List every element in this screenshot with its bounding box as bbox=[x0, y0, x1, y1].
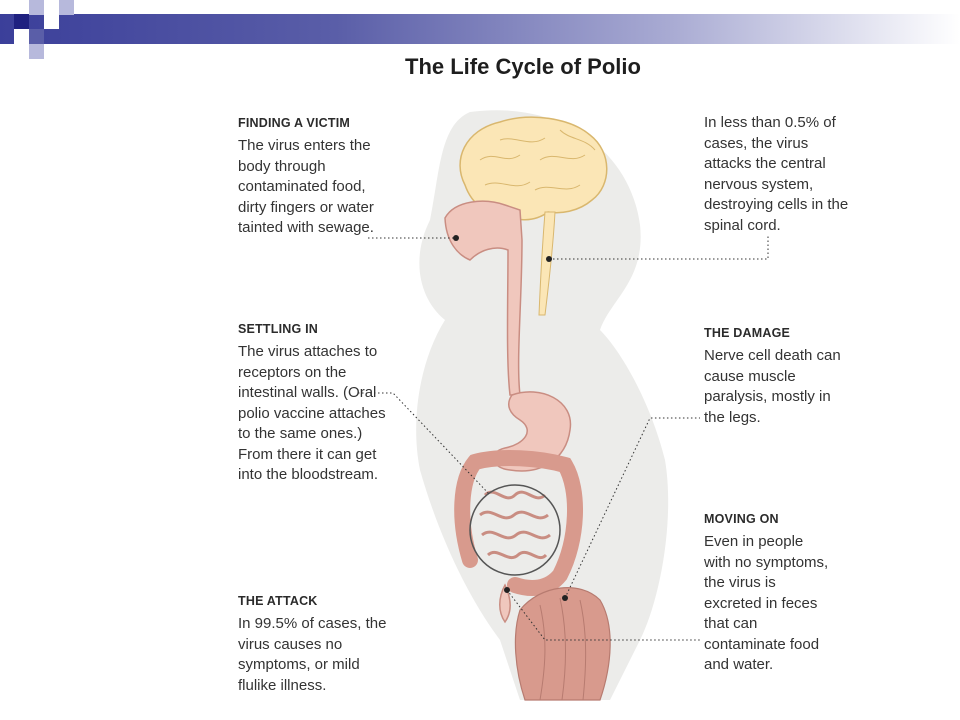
deco-square bbox=[59, 0, 74, 15]
damage-heading: THE DAMAGE bbox=[704, 326, 791, 340]
damage-text: Nerve cell death can cause muscle paraly… bbox=[704, 347, 841, 426]
finding-victim-heading: FINDING A VICTIM bbox=[238, 116, 350, 130]
deco-square bbox=[29, 44, 44, 59]
brain-folds bbox=[479, 129, 596, 191]
deco-square bbox=[29, 0, 44, 15]
diagram-title: The Life Cycle of Polio bbox=[405, 54, 641, 79]
leader-feces bbox=[506, 589, 700, 641]
pointer-dot bbox=[562, 595, 568, 601]
rectum bbox=[499, 583, 511, 624]
slide-decoration bbox=[0, 0, 960, 60]
moving-on-heading: MOVING ON bbox=[704, 512, 779, 526]
settling-in-text: The virus attaches to receptors on the i… bbox=[238, 343, 386, 483]
attack-text: In 99.5% of cases, the virus causes no s… bbox=[238, 615, 387, 694]
leader-damage bbox=[564, 417, 700, 599]
pointer-dot bbox=[546, 256, 552, 262]
leader-spinal bbox=[549, 235, 769, 260]
damage-block: THE DAMAGE Nerve cell death can cause mu… bbox=[704, 326, 854, 428]
large-intestine bbox=[454, 450, 584, 596]
finding-victim-text: The virus enters the body through contam… bbox=[238, 137, 374, 236]
pointer-dot bbox=[453, 235, 459, 241]
cns-block: In less than 0.5% of cases, the virus at… bbox=[704, 113, 854, 236]
small-intestine bbox=[479, 490, 551, 560]
leader-lines bbox=[358, 235, 769, 641]
moving-on-block: MOVING ON Even in people with no symptom… bbox=[704, 512, 834, 676]
mouth-throat bbox=[444, 200, 523, 396]
deco-square bbox=[14, 29, 29, 44]
deco-square bbox=[44, 14, 59, 29]
spinal-cord bbox=[538, 211, 556, 316]
settling-in-heading: SETTLING IN bbox=[238, 322, 318, 336]
finding-victim-block: FINDING A VICTIM The virus enters the bo… bbox=[238, 116, 383, 239]
attack-block: THE ATTACK In 99.5% of cases, the virus … bbox=[238, 594, 388, 696]
deco-square bbox=[29, 29, 44, 44]
moving-on-text: Even in people with no symptoms, the vir… bbox=[704, 533, 829, 673]
cns-text: In less than 0.5% of cases, the virus at… bbox=[704, 114, 849, 234]
pointer-dot bbox=[504, 587, 510, 593]
deco-square bbox=[14, 14, 29, 29]
leg-muscles bbox=[514, 587, 611, 701]
title-gradient-band bbox=[0, 14, 960, 44]
settling-in-block: SETTLING IN The virus attaches to recept… bbox=[238, 322, 390, 486]
intestine-callout-circle bbox=[469, 484, 561, 576]
leader-intestine bbox=[358, 392, 491, 496]
leg-muscle-lines bbox=[539, 597, 587, 701]
attack-heading: THE ATTACK bbox=[238, 594, 318, 608]
